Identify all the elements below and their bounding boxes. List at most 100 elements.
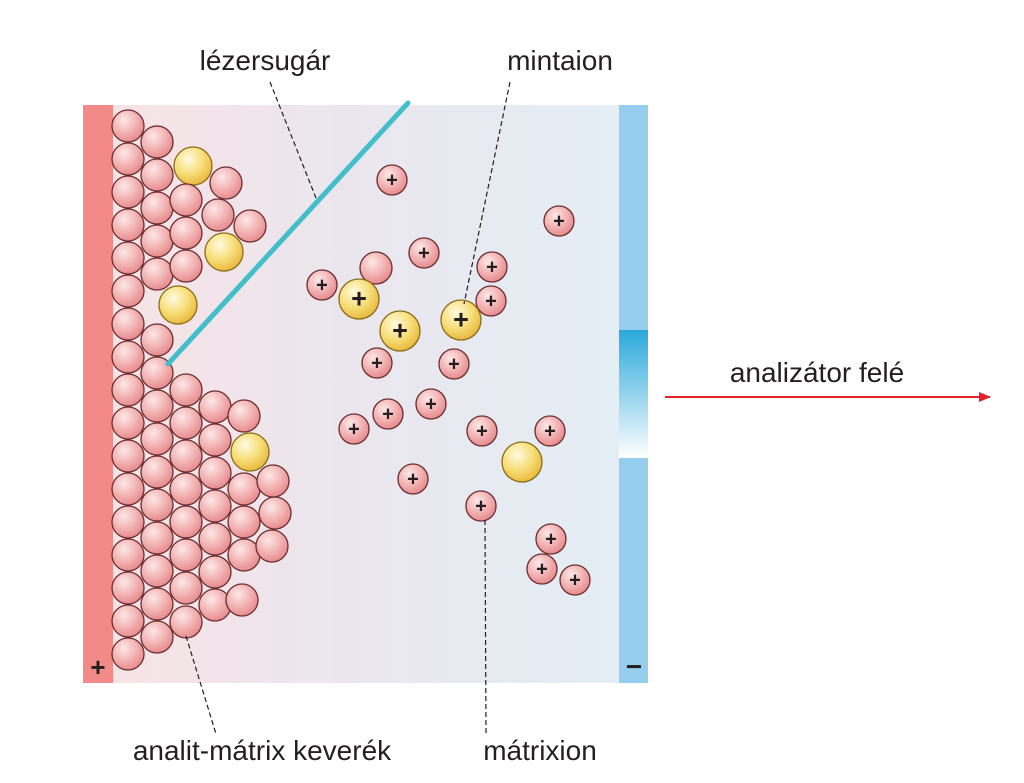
matrix-molecule bbox=[111, 472, 145, 506]
matrix-molecule bbox=[111, 373, 145, 407]
charge-sign: + bbox=[382, 403, 394, 425]
matrix-molecule bbox=[111, 505, 145, 539]
matrix-molecule bbox=[111, 109, 145, 143]
sample-ion: + bbox=[338, 278, 380, 320]
charge-sign: + bbox=[371, 352, 383, 374]
charge-sign: + bbox=[544, 420, 556, 442]
matrix-molecule bbox=[255, 529, 289, 563]
matrix-molecule bbox=[169, 183, 203, 217]
matrix-ion: + bbox=[465, 490, 497, 522]
charge-sign: + bbox=[316, 274, 328, 296]
matrix-molecule bbox=[227, 538, 261, 572]
charge-sign: + bbox=[351, 283, 367, 313]
charge-sign: + bbox=[476, 420, 488, 442]
matrix-molecule bbox=[169, 216, 203, 250]
matrix-molecule bbox=[198, 489, 232, 523]
matrix-ion: + bbox=[466, 415, 498, 447]
matrix-ion: + bbox=[543, 205, 575, 237]
matrix-molecule bbox=[209, 166, 243, 200]
matrix-ion: + bbox=[338, 413, 370, 445]
matrix-molecule bbox=[140, 587, 174, 621]
matrix-molecule bbox=[140, 323, 174, 357]
matrix-molecule bbox=[169, 249, 203, 283]
charge-sign: + bbox=[418, 242, 430, 264]
matrix-molecule bbox=[227, 472, 261, 506]
charge-sign: + bbox=[425, 393, 437, 415]
anode-plate bbox=[83, 105, 113, 683]
charge-sign: + bbox=[386, 169, 398, 191]
matrix-molecule bbox=[256, 464, 290, 498]
matrix-molecule bbox=[111, 274, 145, 308]
matrix-molecule bbox=[111, 142, 145, 176]
matrix-molecule bbox=[140, 125, 174, 159]
matrix-ion: + bbox=[415, 388, 447, 420]
matrix-ion: + bbox=[535, 523, 567, 555]
anode-sign: + bbox=[90, 652, 105, 682]
matrix-molecule bbox=[227, 399, 261, 433]
matrix-molecule bbox=[169, 406, 203, 440]
charge-sign: + bbox=[553, 210, 565, 232]
matrix-molecule bbox=[201, 198, 235, 232]
matrix-molecule bbox=[198, 390, 232, 424]
cathode-plate-bottom bbox=[619, 458, 648, 683]
charge-sign: + bbox=[348, 418, 360, 440]
matrix-molecule bbox=[169, 605, 203, 639]
matrix-molecule bbox=[233, 209, 267, 243]
charge-sign: + bbox=[448, 353, 460, 375]
matrix-ion: + bbox=[526, 553, 558, 585]
matrix-ion-leader-line bbox=[484, 519, 487, 735]
matrix-molecule bbox=[198, 522, 232, 556]
matrix-ion: + bbox=[534, 415, 566, 447]
charge-sign: + bbox=[569, 569, 581, 591]
matrix-molecule bbox=[140, 521, 174, 555]
matrix-molecule bbox=[169, 472, 203, 506]
matrix-molecule bbox=[140, 422, 174, 456]
matrix-molecule bbox=[169, 538, 203, 572]
charge-sign: + bbox=[545, 528, 557, 550]
matrix-molecule bbox=[140, 356, 174, 390]
matrix-ion: + bbox=[397, 463, 429, 495]
matrix-molecule bbox=[169, 505, 203, 539]
matrix-molecule bbox=[198, 555, 232, 589]
charge-sign: + bbox=[536, 558, 548, 580]
matrix-molecule bbox=[111, 538, 145, 572]
matrix-ion: + bbox=[476, 251, 508, 283]
matrix-molecule bbox=[169, 439, 203, 473]
analyzer-label: analizátor felé bbox=[730, 357, 904, 388]
charge-sign: + bbox=[475, 495, 487, 517]
matrix-molecule bbox=[111, 208, 145, 242]
mixture-leader-line bbox=[185, 635, 217, 735]
analyte-molecule bbox=[204, 232, 244, 272]
matrix-molecule bbox=[169, 373, 203, 407]
analyte-molecule bbox=[158, 285, 198, 325]
matrix-molecule bbox=[111, 637, 145, 671]
laser-leader-line bbox=[269, 81, 317, 199]
charge-sign: + bbox=[453, 304, 469, 334]
matrix-molecule bbox=[140, 389, 174, 423]
matrix-molecule bbox=[140, 620, 174, 654]
matrix-molecule bbox=[227, 505, 261, 539]
charge-sign: + bbox=[485, 290, 497, 312]
sample-ion: + bbox=[379, 310, 421, 352]
matrix-molecule bbox=[111, 175, 145, 209]
analyte-molecule bbox=[230, 432, 270, 472]
matrix-molecule bbox=[198, 423, 232, 457]
charge-sign: + bbox=[407, 468, 419, 490]
matrix-molecule bbox=[258, 496, 292, 530]
matrix-molecule bbox=[140, 554, 174, 588]
laser-label: lézersugár bbox=[200, 45, 331, 76]
matrix-molecule bbox=[140, 191, 174, 225]
sample-ion-leader-line bbox=[463, 81, 511, 305]
analyte-molecule bbox=[173, 146, 213, 186]
matrix-ion: + bbox=[361, 347, 393, 379]
charge-sign: + bbox=[392, 315, 408, 345]
matrix-ion: + bbox=[559, 564, 591, 596]
charge-sign: + bbox=[486, 256, 498, 278]
matrix-molecule bbox=[111, 604, 145, 638]
matrix-molecule bbox=[111, 406, 145, 440]
matrix-molecule bbox=[111, 571, 145, 605]
cathode-plate-top bbox=[619, 105, 648, 330]
cathode-slit bbox=[619, 330, 648, 458]
matrix-molecule bbox=[225, 583, 259, 617]
